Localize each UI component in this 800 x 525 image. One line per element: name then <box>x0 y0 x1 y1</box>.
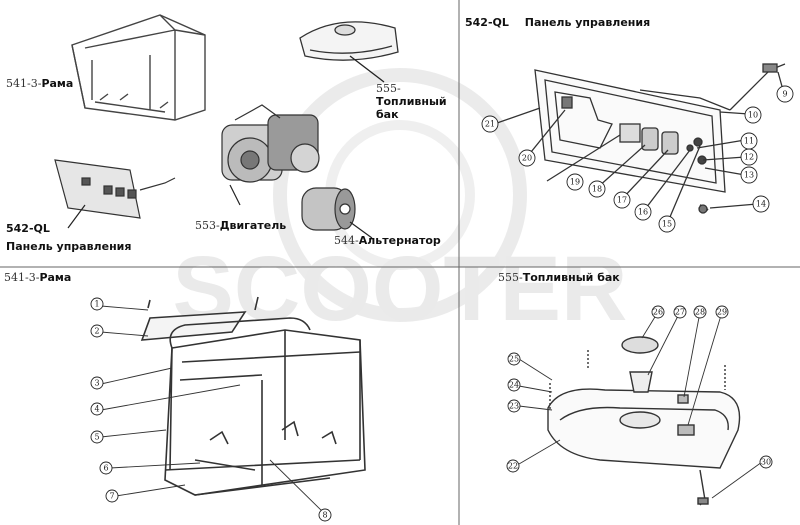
engine-overview-label: 553-Двигатель <box>195 219 286 232</box>
panel-section-code: 542-QL <box>465 16 509 29</box>
callout-10: 10 <box>748 111 758 120</box>
callout-8: 8 <box>322 511 327 520</box>
frame-section-title: Рама <box>39 271 72 284</box>
alternator-thumbnail <box>301 187 373 239</box>
callout-24: 24 <box>509 381 519 390</box>
callout-11: 11 <box>744 137 754 146</box>
frame-section-code: 541-3- <box>4 271 40 284</box>
callout-5: 5 <box>94 433 99 442</box>
tank-section-code: 555- <box>498 271 523 284</box>
fuel-tank-drawing <box>547 336 741 506</box>
callout-7: 7 <box>109 492 114 501</box>
engine-thumbnail <box>221 104 320 206</box>
alternator-overview-label: 544-Альтернатор <box>334 234 441 247</box>
callout-27: 27 <box>675 308 685 317</box>
callout-18: 18 <box>592 185 602 194</box>
alternator-name: Альтернатор <box>358 234 441 247</box>
tank-overview-label: 555- Топливный бак <box>376 82 447 121</box>
callout-14: 14 <box>756 200 766 209</box>
callout-20: 20 <box>522 154 532 163</box>
callout-19: 19 <box>570 178 580 187</box>
control-panel-drawing <box>496 63 786 225</box>
frame-overview-label: 541-3-Рама <box>6 77 73 90</box>
callout-29: 29 <box>717 308 727 317</box>
callout-22: 22 <box>508 462 518 471</box>
watermark-text: SCOOTER <box>173 238 628 340</box>
engine-name: Двигатель <box>219 219 287 232</box>
callout-6: 6 <box>103 464 108 473</box>
panel-code: 542-QL <box>6 222 50 235</box>
callout-13: 13 <box>744 171 754 180</box>
panel-overview-label: 542-QL Панель управления <box>6 222 131 253</box>
watermark-logo: SCOOTER <box>173 68 628 340</box>
callout-16: 16 <box>638 208 648 217</box>
callout-12: 12 <box>744 153 754 162</box>
callout-2: 2 <box>94 327 99 336</box>
frame-code: 541-3- <box>6 77 42 90</box>
callout-30: 30 <box>761 458 771 467</box>
frame-thumbnail <box>71 14 206 121</box>
callout-9: 9 <box>782 90 787 99</box>
tank-callout-circles <box>506 305 773 473</box>
callout-numbers: 9 10 11 12 13 14 15 16 17 18 19 20 21 1 … <box>94 90 787 520</box>
frame-callout-circles <box>90 297 332 522</box>
panel-thumbnail <box>54 159 176 229</box>
alternator-code: 544- <box>334 234 359 247</box>
tank-section-header: 555-Топливный бак <box>498 271 620 284</box>
panel-section-title: Панель управления <box>524 16 651 29</box>
tank-name-line1: Топливный <box>376 95 447 108</box>
callout-17: 17 <box>617 196 627 205</box>
callout-26: 26 <box>653 308 663 317</box>
callout-3: 3 <box>94 379 99 388</box>
panel-callout-circles <box>481 85 794 233</box>
callout-1: 1 <box>94 300 99 309</box>
engine-code: 553- <box>195 219 220 232</box>
callout-4: 4 <box>94 405 99 414</box>
callout-28: 28 <box>695 308 705 317</box>
tank-leaders <box>518 311 763 499</box>
callout-21: 21 <box>485 120 495 129</box>
frame-drawing <box>140 296 366 496</box>
panel-name: Панель управления <box>6 240 132 253</box>
frame-name: Рама <box>41 77 74 90</box>
callout-15: 15 <box>662 220 672 229</box>
callout-23: 23 <box>509 402 519 411</box>
tank-section-title: Топливный бак <box>522 271 620 284</box>
frame-leaders <box>100 305 326 515</box>
callout-25: 25 <box>509 355 519 364</box>
tank-name-line2: бак <box>376 108 399 121</box>
frame-section-header: 541-3-Рама <box>4 271 71 284</box>
tank-thumbnail <box>299 21 399 83</box>
tank-code: 555- <box>376 82 401 95</box>
panel-section-header: 542-QL Панель управления <box>465 16 650 29</box>
